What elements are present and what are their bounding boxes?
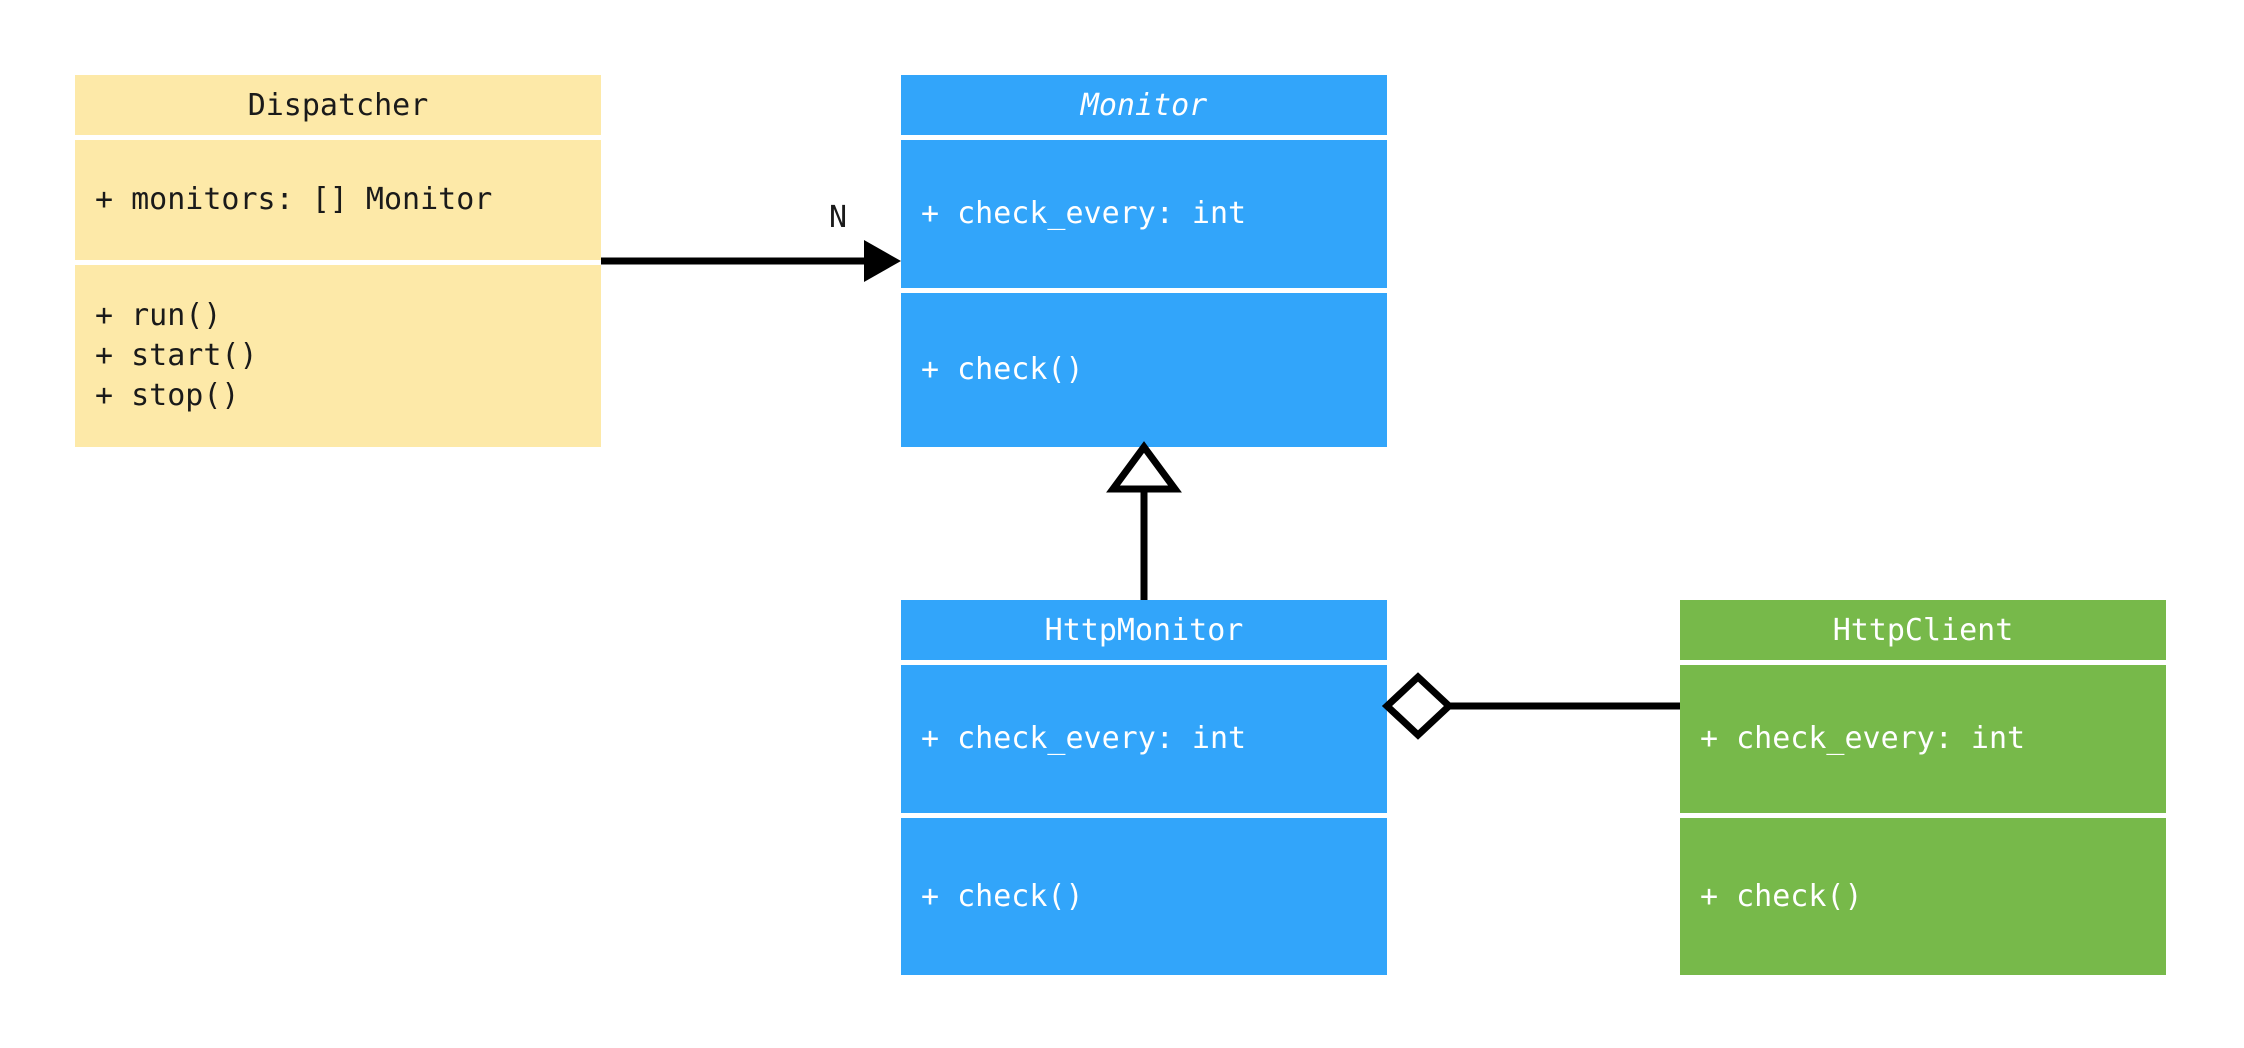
method-row: + run() — [95, 298, 222, 333]
attribute-row: + check_every: int — [921, 721, 1247, 756]
class-title-httpclient: HttpClient — [1680, 600, 2166, 660]
class-methods-dispatcher: + run() + start() + stop() — [75, 265, 601, 447]
class-attributes-httpclient: + check_every: int — [1680, 665, 2166, 813]
class-attributes-httpmonitor: + check_every: int — [901, 665, 1387, 813]
class-methods-monitor: + check() — [901, 293, 1387, 447]
class-methods-httpclient: + check() — [1680, 818, 2166, 975]
method-row: + stop() — [95, 378, 240, 413]
class-title-dispatcher: Dispatcher — [75, 75, 601, 135]
uml-class-httpmonitor[interactable]: HttpMonitor + check_every: int + check() — [901, 600, 1387, 975]
class-title-httpmonitor: HttpMonitor — [901, 600, 1387, 660]
relationship-generalization-httpmonitor-monitor — [1106, 441, 1182, 600]
class-attributes-monitor: + check_every: int — [901, 140, 1387, 288]
uml-class-monitor[interactable]: Monitor + check_every: int + check() — [901, 75, 1387, 447]
attribute-row: + monitors: [] Monitor — [95, 182, 493, 217]
method-row: + check() — [921, 878, 1084, 914]
uml-class-httpclient[interactable]: HttpClient + check_every: int + check() — [1680, 600, 2166, 975]
method-row: + check() — [921, 352, 1084, 387]
method-row: + check() — [1700, 878, 1863, 914]
method-row: + start() — [95, 338, 258, 373]
hollow-diamond-arrowhead-icon — [1381, 672, 1455, 740]
class-attributes-dispatcher: + monitors: [] Monitor — [75, 140, 601, 260]
hollow-triangle-arrowhead-icon — [1106, 441, 1182, 493]
class-title-monitor: Monitor — [901, 75, 1387, 135]
attribute-row: + check_every: int — [1700, 721, 2026, 756]
association-multiplicity-label: N — [829, 200, 848, 235]
relationship-aggregation-httpmonitor-httpclient — [1381, 672, 1680, 740]
relationship-association-dispatcher-monitor — [601, 240, 901, 282]
attribute-row: + check_every: int — [921, 196, 1247, 231]
uml-class-dispatcher[interactable]: Dispatcher + monitors: [] Monitor + run(… — [75, 75, 601, 447]
filled-triangle-arrowhead-icon — [864, 240, 901, 282]
class-methods-httpmonitor: + check() — [901, 818, 1387, 975]
